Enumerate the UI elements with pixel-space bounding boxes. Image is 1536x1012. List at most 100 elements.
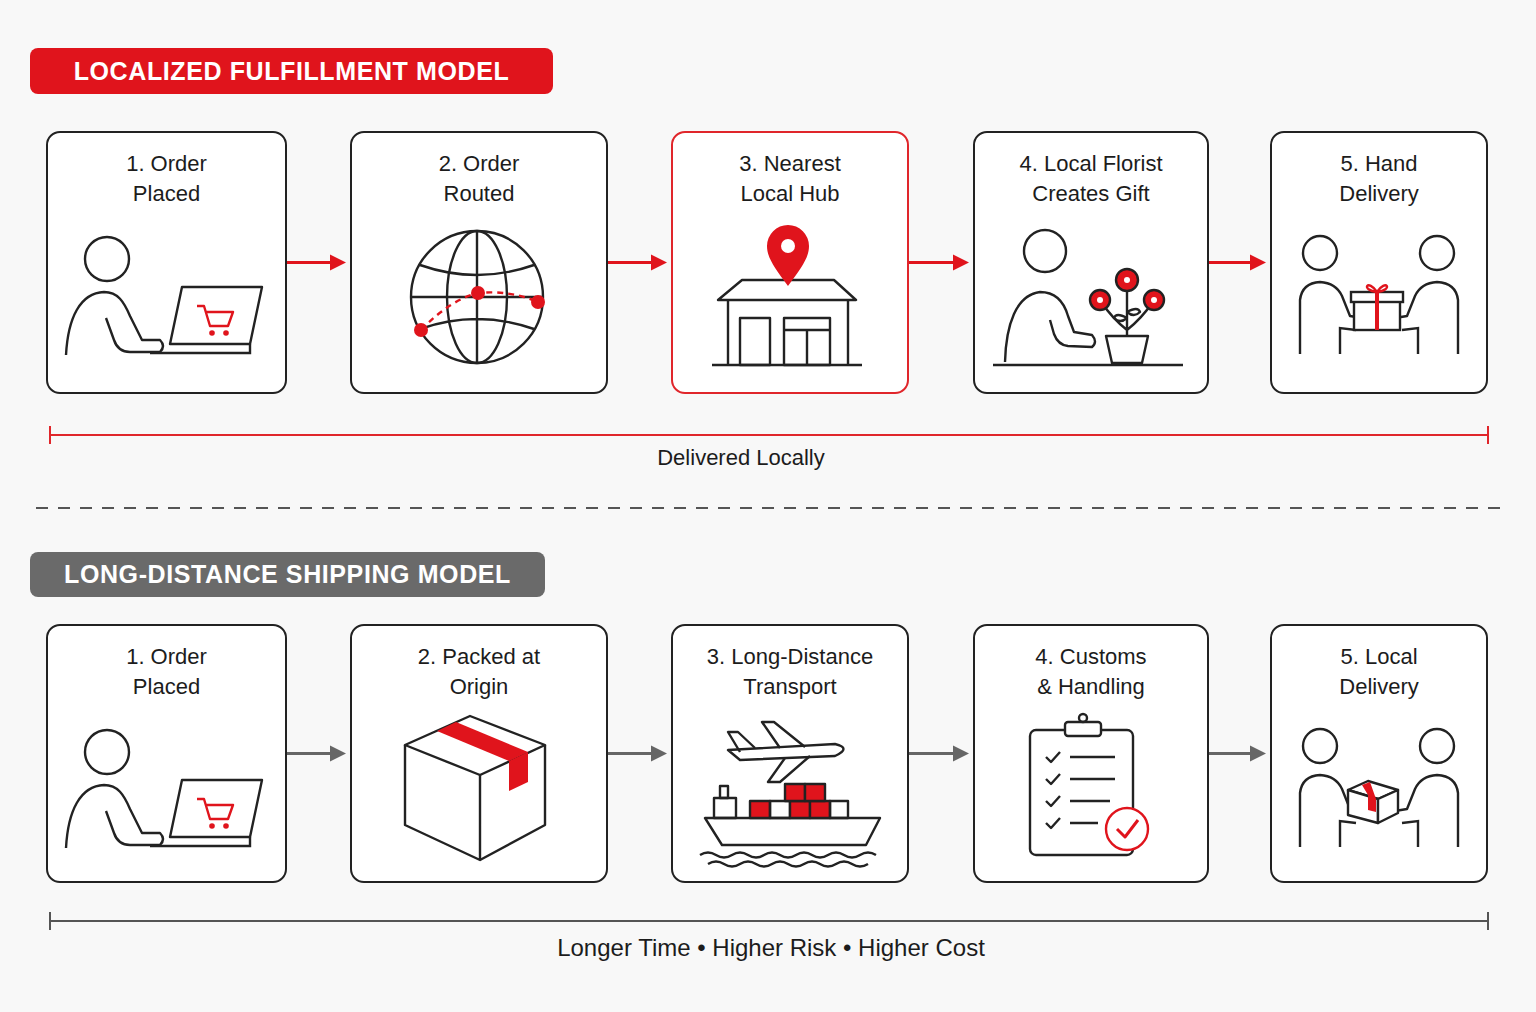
florist-icon-part: [1005, 292, 1095, 362]
clipboard-icon-part: [1046, 752, 1115, 762]
transport-icon-part: [708, 862, 868, 867]
process-box: 1. Order Placed: [46, 131, 287, 394]
section-badge: LOCALIZED FULFILLMENT MODEL: [30, 48, 553, 94]
step-title: 3. Long-Distance Transport: [690, 642, 890, 702]
parcel-icon-part: [1348, 790, 1378, 823]
florist-icon: [993, 230, 1183, 365]
process-box: 5. Hand Delivery: [1270, 131, 1488, 394]
people-icon: [1300, 236, 1458, 354]
hub-icon: [712, 225, 862, 365]
transport-icon-part: [790, 801, 810, 818]
box-icon-part: [437, 722, 528, 761]
flow-arrow: [287, 255, 346, 271]
box-icon-part: [509, 752, 528, 791]
clipboard-icon-part: [1046, 774, 1115, 784]
florist-icon-part: [1102, 290, 1152, 336]
florist-icon-part: [1106, 336, 1148, 363]
step-title: 5. Local Delivery: [1327, 642, 1432, 702]
box-icon-part: [480, 745, 545, 860]
arrow-line: [909, 752, 955, 755]
flow-arrow: [608, 746, 667, 762]
arrow-line: [1209, 752, 1252, 755]
transport-icon-part: [770, 801, 790, 818]
clipboard-icon: [1030, 714, 1148, 855]
step-title: 2. Order Routed: [419, 149, 539, 209]
step-title: 4. Customs & Handling: [1029, 642, 1154, 702]
transport-icon-part: [728, 732, 755, 752]
person-laptop-icon: [66, 730, 262, 848]
gift-icon-part: [1351, 292, 1403, 302]
flow-arrow: [287, 746, 346, 762]
parcel-icon: [1348, 781, 1398, 823]
people-icon: [1300, 729, 1458, 847]
hub-icon-part: [767, 225, 809, 286]
person-laptop-icon: [66, 237, 262, 355]
arrow-head: [953, 255, 969, 271]
transport-icon-part: [714, 798, 736, 818]
transport-icon-part: [762, 722, 805, 748]
florist-icon-part: [1114, 309, 1140, 321]
arrow-line: [287, 261, 332, 264]
hub-icon-part: [784, 330, 830, 365]
gift-icon-part: [1367, 285, 1387, 292]
clipboard-icon-part: [1117, 820, 1138, 837]
arrow-head: [1250, 746, 1266, 762]
transport-icon-part: [705, 818, 880, 845]
arrow-line: [1209, 261, 1252, 264]
gift-icon-part: [1375, 292, 1379, 330]
florist-icon-part: [1097, 297, 1103, 303]
clipboard-icon-part: [1079, 714, 1087, 722]
parcel-icon-part: [1378, 790, 1398, 823]
dashed-separator: [36, 507, 1506, 509]
flow-arrow: [608, 255, 667, 271]
globe-icon-part: [531, 295, 545, 309]
arrow-line: [909, 261, 955, 264]
florist-icon-part: [1024, 230, 1066, 272]
step-title: 2. Packed at Origin: [404, 642, 554, 702]
transport-icon-part: [785, 784, 805, 801]
process-box: 5. Local Delivery: [1270, 624, 1488, 883]
transport-icon-part: [700, 853, 876, 858]
step-title: 3. Nearest Local Hub: [723, 149, 858, 209]
process-box: 4. Customs & Handling: [973, 624, 1209, 883]
arrow-head: [651, 255, 667, 271]
arrow-head: [651, 746, 667, 762]
flow-arrow: [1209, 255, 1266, 271]
florist-icon-part: [993, 364, 1183, 366]
process-box: 4. Local Florist Creates Gift: [973, 131, 1209, 394]
hub-icon-part: [712, 300, 862, 365]
globe-icon-part: [414, 323, 428, 337]
transport-icon-part: [768, 756, 810, 782]
span-label: Delivered Locally: [341, 445, 1141, 471]
flow-arrow: [909, 746, 969, 762]
transport-icon: [700, 722, 880, 867]
hub-icon-part: [784, 318, 830, 365]
clipboard-icon-part: [1065, 722, 1101, 736]
florist-icon-part: [1124, 277, 1130, 283]
transport-icon-part: [728, 744, 844, 760]
section-badge: LONG-DISTANCE SHIPPING MODEL: [30, 552, 545, 597]
step-title: 5. Hand Delivery: [1327, 149, 1432, 209]
span-bracket: [50, 912, 1488, 930]
clipboard-icon-part: [1030, 730, 1133, 855]
arrow-line: [608, 261, 653, 264]
arrow-line: [608, 752, 653, 755]
process-box: 2. Order Routed: [350, 131, 608, 394]
clipboard-icon-part: [1106, 808, 1148, 850]
florist-icon-part: [1090, 290, 1110, 310]
badge-title: LOCALIZED FULFILLMENT MODEL: [74, 57, 510, 86]
arrow-head: [330, 255, 346, 271]
hub-icon-part: [718, 280, 856, 300]
span-bracket-part: [50, 426, 1488, 444]
arrow-head: [953, 746, 969, 762]
badge-title: LONG-DISTANCE SHIPPING MODEL: [64, 560, 511, 589]
globe-icon-part: [411, 231, 543, 363]
clipboard-icon-part: [1046, 818, 1098, 828]
box-icon-part: [405, 745, 480, 860]
step-title: 4. Local Florist Creates Gift: [1001, 149, 1181, 209]
arrow-line: [287, 752, 332, 755]
florist-icon-part: [1116, 269, 1138, 291]
parcel-icon-part: [1348, 781, 1398, 799]
arrow-head: [1250, 255, 1266, 271]
